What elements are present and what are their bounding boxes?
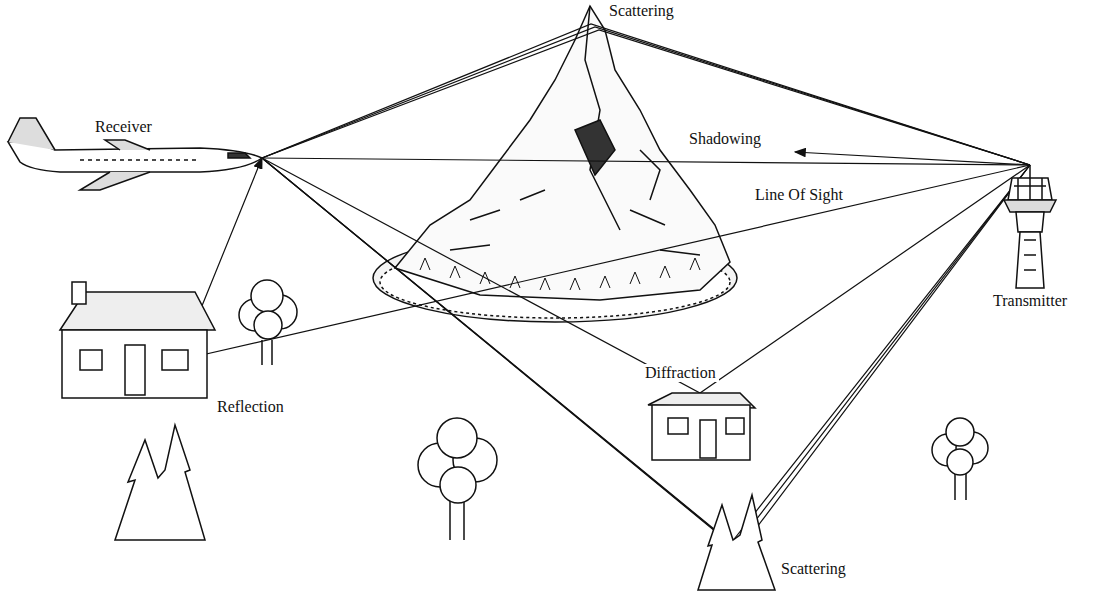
transmitter-tower: [1004, 165, 1056, 288]
tree: [239, 280, 988, 540]
path-label: Scattering: [606, 2, 677, 20]
house: [648, 393, 755, 460]
path-label: Line Of Sight: [752, 186, 846, 204]
path-label: Transmitter: [990, 292, 1070, 310]
path-label: Reflection: [214, 398, 287, 416]
pine-trees: [115, 425, 775, 590]
propagation-paths: [180, 24, 1030, 551]
path-label: Diffraction: [642, 364, 719, 382]
house: [60, 282, 215, 398]
path-label: Shadowing: [686, 130, 764, 148]
path-label: Receiver: [92, 118, 155, 136]
receiver-aircraft: [8, 118, 262, 190]
path-label: Scattering: [778, 560, 849, 578]
